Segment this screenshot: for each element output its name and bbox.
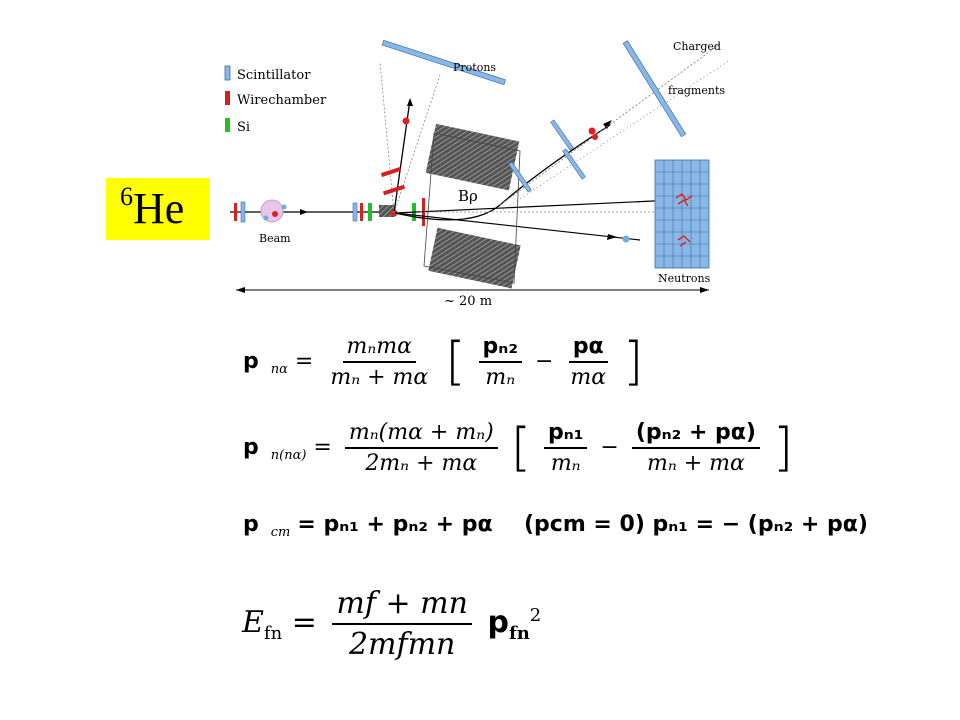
eq2-t2-num: (pₙ₂ + pα) xyxy=(631,420,760,449)
eq4-lhs: E xyxy=(242,605,264,640)
distance-arrow-right xyxy=(700,287,709,293)
eq4-rhs: p xyxy=(487,605,509,640)
eq3-lhs: p xyxy=(243,512,259,537)
eq3-lhs-sub: cm xyxy=(270,525,291,541)
legend-scintillator-label: Scintillator xyxy=(237,68,311,83)
fragment-dot-2 xyxy=(592,134,598,140)
fragments-label: fragments xyxy=(668,84,725,97)
eq2-t1-num: pₙ₁ xyxy=(544,420,588,449)
proton-arrow xyxy=(407,98,413,106)
proton-wirechamber-1 xyxy=(380,167,402,177)
eq1-t2-num: pα xyxy=(568,334,608,363)
distance-arrow-left xyxy=(236,287,245,293)
eq4-den: 2mfmn xyxy=(348,627,456,662)
element-symbol: He xyxy=(133,184,185,233)
charged-detector-wall xyxy=(622,40,687,138)
proton-track xyxy=(393,99,411,214)
proton-detector-wall xyxy=(381,39,506,86)
distance-label: ~ 20 m xyxy=(444,294,492,309)
eq2-lhs: p xyxy=(243,435,259,460)
eq2-num: mₙ(mα + mₙ) xyxy=(344,420,498,449)
protons-label: Protons xyxy=(453,61,496,74)
fragment-dot-1 xyxy=(588,127,596,135)
eq3-cond: (pcm = 0) pₙ₁ = − (pₙ₂ + pα) xyxy=(524,512,868,537)
eq4-rhs-sub: fn xyxy=(508,623,530,644)
eq1-num: mₙmα xyxy=(342,334,417,363)
eq2-t2-den: mₙ + mα xyxy=(646,451,745,476)
eq1-den: mₙ + mα xyxy=(330,365,429,390)
beam-label: Beam xyxy=(259,232,291,245)
eq2-t1-den: mₙ xyxy=(550,451,581,476)
eq2-den: 2mₙ + mα xyxy=(365,451,478,476)
eq2-op: − xyxy=(600,435,619,460)
eq2-lhs-sub: n(nα) xyxy=(270,448,307,464)
eq1-t2-den: mα xyxy=(570,365,607,390)
fragment-arrow xyxy=(603,120,612,129)
legend-wirechamber-label: Wirechamber xyxy=(237,93,327,108)
proton-dotted-1 xyxy=(379,61,395,214)
fragment-scintillator-1 xyxy=(508,161,532,193)
legend: Scintillator Wirechamber Si xyxy=(224,65,327,135)
fragment-dotted-1 xyxy=(499,43,721,206)
eq2-prefactor: mₙ(mα + mₙ)2mₙ + mα xyxy=(344,420,498,476)
pretarget-si xyxy=(368,203,372,221)
pretarget-wirechamber xyxy=(360,203,363,221)
legend-scintillator-swatch xyxy=(224,65,231,81)
neutron-track-2 xyxy=(394,212,641,241)
eq4-num: mf + mn xyxy=(332,586,472,625)
neutron-detector xyxy=(654,159,710,269)
pretarget-scintillator xyxy=(352,202,358,222)
proton-dotted-2 xyxy=(393,74,441,214)
upstream-wirechamber xyxy=(234,203,237,221)
eq1-lhs: p xyxy=(243,349,259,374)
proton-dot xyxy=(402,117,410,125)
fragment-scintillator-2 xyxy=(550,119,574,151)
beam-neutron-dot-2 xyxy=(281,204,287,210)
mass-number: 6 xyxy=(120,182,133,211)
beam-neutron-dot-1 xyxy=(263,215,269,221)
charged-label: Charged xyxy=(673,40,721,53)
upstream-scintillator xyxy=(240,201,246,223)
neutron-track-1 xyxy=(394,199,676,214)
eq4-lhs-sub: fn xyxy=(263,623,283,644)
neutron-arrow-2 xyxy=(607,234,617,240)
legend-si-swatch xyxy=(225,118,230,132)
eq1-t1-num: pₙ₂ xyxy=(478,334,522,363)
legend-wirechamber-swatch xyxy=(225,91,230,105)
beam-proton-dot xyxy=(272,211,278,217)
magnet-upper xyxy=(425,123,520,191)
bp-label: Bρ xyxy=(458,187,478,205)
eq1-lhs-sub: nα xyxy=(270,362,288,378)
equation-cm-condition: (pcm = 0) pₙ₁ = − (pₙ₂ + pα) xyxy=(524,512,868,537)
legend-si-label: Si xyxy=(237,120,250,135)
eq1-op: − xyxy=(534,349,554,374)
eq1-t1-den: mₙ xyxy=(485,365,516,390)
proton-wirechamber-2 xyxy=(382,184,406,196)
neutrons-label: Neutrons xyxy=(658,272,711,285)
magnet-lower xyxy=(428,227,521,289)
fragment-scintillator-3 xyxy=(562,148,586,180)
beam-arrow xyxy=(300,209,308,215)
eq4-rhs-sup: 2 xyxy=(529,605,542,626)
eq3-rhs: = pₙ₁ + pₙ₂ + pα xyxy=(297,512,493,537)
magnet-outline xyxy=(423,132,521,284)
projectile-label: 6He xyxy=(106,178,210,240)
neutron-dot xyxy=(622,235,630,243)
eq2-term2: (pₙ₂ + pα)mₙ + mα xyxy=(631,420,760,476)
